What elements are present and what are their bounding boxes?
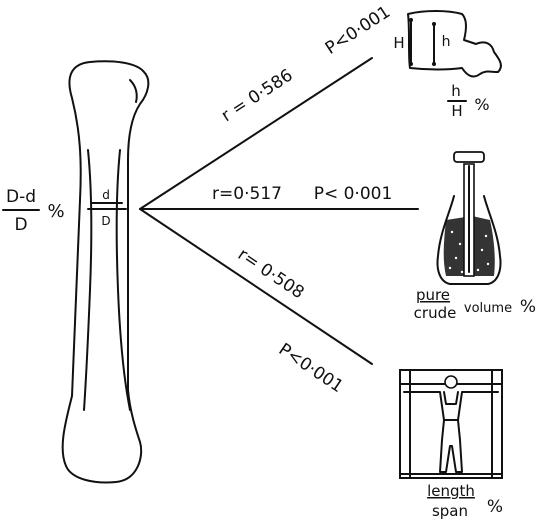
outer-diameter-label: D [101,214,110,228]
correlation-1-p: P<0·001 [322,2,394,59]
vertebra-outer-height-label: H [393,34,404,52]
correlation-2-r: r=0·517 [212,184,282,204]
femur-drawing [63,61,149,482]
volume-ratio-unit: % [520,297,536,317]
correlation-3-r: r= 0·508 [234,245,308,304]
vertebra-ratio-unit: % [474,95,489,114]
volume-ratio-denominator: crude [414,304,457,322]
correlation-1-r: r = 0·586 [218,65,297,126]
volume-ratio-numerator: pure [416,286,450,304]
correlation-line-stature [140,209,372,364]
vertebra-drawing [408,11,501,76]
stature-ratio-numerator: length [427,482,475,500]
vertebra-inner-height-label: h [442,34,451,50]
correlation-2-p: P< 0·001 [314,184,393,204]
arm-span-figure-drawing [400,370,502,478]
bone-core-probe-drawing [438,152,501,284]
vertebra-ratio-denominator: H [451,102,462,120]
stature-ratio-denominator: span [432,502,468,520]
stature-ratio-unit: % [487,497,503,517]
bone-index-denominator: D [14,215,27,235]
volume-ratio-suffix: volume [464,301,512,316]
bone-index-unit: % [47,201,64,222]
correlation-3-p: P<0·001 [275,340,347,397]
vertebra-ratio-numerator: h [451,82,461,100]
bone-index-numerator: D-d [6,187,36,207]
inner-diameter-label: d [102,188,110,202]
